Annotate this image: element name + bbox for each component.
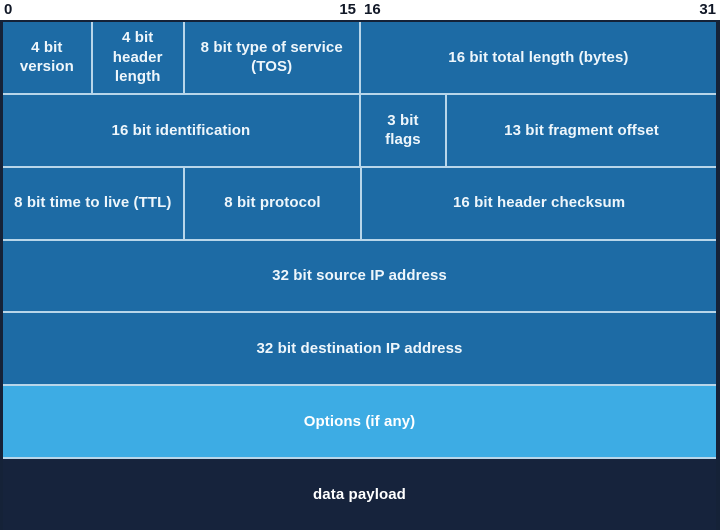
row-data-payload: data payload xyxy=(3,459,716,530)
cell-fragment-offset: 13 bit fragment offset xyxy=(445,94,716,166)
bit-label-0: 0 xyxy=(4,1,13,18)
cell-total-length: 16 bit total length (bytes) xyxy=(358,22,716,93)
row-options: Options (if any) xyxy=(3,386,716,460)
bit-label-16: 16 xyxy=(364,1,381,18)
bit-ruler-left-half: 0 15 xyxy=(0,0,360,20)
cell-version: 4 bit version xyxy=(3,22,91,93)
row-word-4: 32 bit source IP address xyxy=(3,240,716,314)
cell-options: Options (if any) xyxy=(3,386,716,458)
cell-header-length: 4 bit header length xyxy=(90,22,183,93)
bit-ruler: 0 15 16 31 xyxy=(0,0,720,20)
bit-ruler-right-half: 16 31 xyxy=(360,0,720,20)
cell-source-ip: 32 bit source IP address xyxy=(3,240,716,312)
bit-label-31: 31 xyxy=(699,1,716,18)
cell-destination-ip: 32 bit destination IP address xyxy=(3,313,716,385)
bit-label-15: 15 xyxy=(339,1,356,18)
cell-header-checksum: 16 bit header checksum xyxy=(360,167,716,239)
cell-identification: 16 bit identification xyxy=(3,94,359,166)
cell-flags: 3 bit flags xyxy=(358,94,446,166)
cell-time-to-live: 8 bit time to live (TTL) xyxy=(3,167,183,239)
cell-data-payload: data payload xyxy=(3,459,716,530)
row-word-5: 32 bit destination IP address xyxy=(3,313,716,387)
cell-protocol: 8 bit protocol xyxy=(182,167,361,239)
row-word-1: 4 bit version 4 bit header length 8 bit … xyxy=(3,22,716,95)
row-word-3: 8 bit time to live (TTL) 8 bit protocol … xyxy=(3,167,716,241)
cell-type-of-service: 8 bit type of service (TOS) xyxy=(182,22,359,93)
header-field-grid: 4 bit version 4 bit header length 8 bit … xyxy=(0,20,720,530)
row-word-2: 16 bit identification 3 bit flags 13 bit… xyxy=(3,94,716,168)
